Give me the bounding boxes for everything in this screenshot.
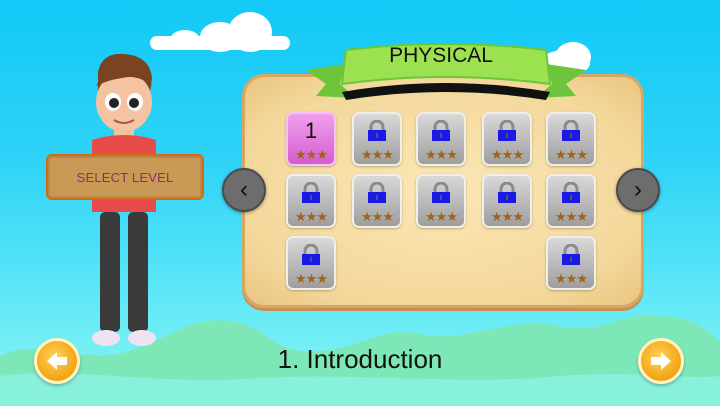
star-rating: ★★★	[295, 271, 328, 286]
level-tile-locked[interactable]: ★★★	[482, 112, 532, 166]
level-tile-locked[interactable]: ★★★	[352, 174, 402, 228]
select-level-sign: SELECT LEVEL	[46, 154, 204, 200]
lock-icon	[562, 120, 580, 141]
star-rating: ★★★	[425, 209, 458, 224]
level-tile-locked[interactable]: ★★★	[416, 112, 466, 166]
chevron-left-icon: ‹	[240, 176, 248, 203]
hills-background	[0, 315, 720, 406]
lock-icon	[498, 120, 516, 141]
star-rating: ★★★	[361, 147, 394, 162]
arrow-left-icon	[47, 352, 67, 370]
category-title: PHYSICAL	[389, 44, 493, 67]
cloud	[170, 30, 200, 50]
lock-icon	[562, 244, 580, 265]
boy-character	[92, 53, 156, 346]
level-tile-locked[interactable]: ★★★	[352, 112, 402, 166]
star-rating: ★★★	[425, 147, 458, 162]
level-tile-locked[interactable]: ★★★	[416, 174, 466, 228]
level-tile-locked[interactable]: ★★★	[286, 174, 336, 228]
lock-icon	[368, 120, 386, 141]
category-ribbon	[306, 43, 586, 100]
star-rating: ★★★	[555, 271, 588, 286]
arrow-right-icon	[651, 352, 671, 370]
star-rating: ★★★	[491, 147, 524, 162]
star-rating: ★★★	[555, 147, 588, 162]
level-tile-1[interactable]: 1 ★★★	[286, 112, 336, 166]
cloud	[228, 12, 272, 52]
lock-icon	[432, 120, 450, 141]
back-button[interactable]	[34, 338, 80, 384]
star-rating: ★★★	[491, 209, 524, 224]
lock-icon	[498, 182, 516, 203]
level-number: 1	[304, 118, 318, 143]
lock-icon	[368, 182, 386, 203]
prev-page-button[interactable]: ‹	[222, 168, 266, 212]
star-rating: ★★★	[361, 209, 394, 224]
level-tile-locked[interactable]: ★★★	[482, 174, 532, 228]
level-tile-locked[interactable]: ★★★	[546, 174, 596, 228]
star-rating: ★★★	[295, 147, 328, 162]
lock-icon	[302, 244, 320, 265]
next-page-button[interactable]: ›	[616, 168, 660, 212]
forward-button[interactable]	[638, 338, 684, 384]
chevron-right-icon: ›	[634, 176, 642, 203]
lock-icon	[432, 182, 450, 203]
lock-icon	[562, 182, 580, 203]
level-tile-locked[interactable]: ★★★	[546, 112, 596, 166]
level-tile-locked[interactable]: ★★★	[286, 236, 336, 290]
select-level-label: SELECT LEVEL	[76, 169, 174, 185]
lesson-title: 1. Introduction	[277, 344, 443, 374]
star-rating: ★★★	[295, 209, 328, 224]
level-tile-locked[interactable]: ★★★	[546, 236, 596, 290]
lock-icon	[302, 182, 320, 203]
star-rating: ★★★	[555, 209, 588, 224]
